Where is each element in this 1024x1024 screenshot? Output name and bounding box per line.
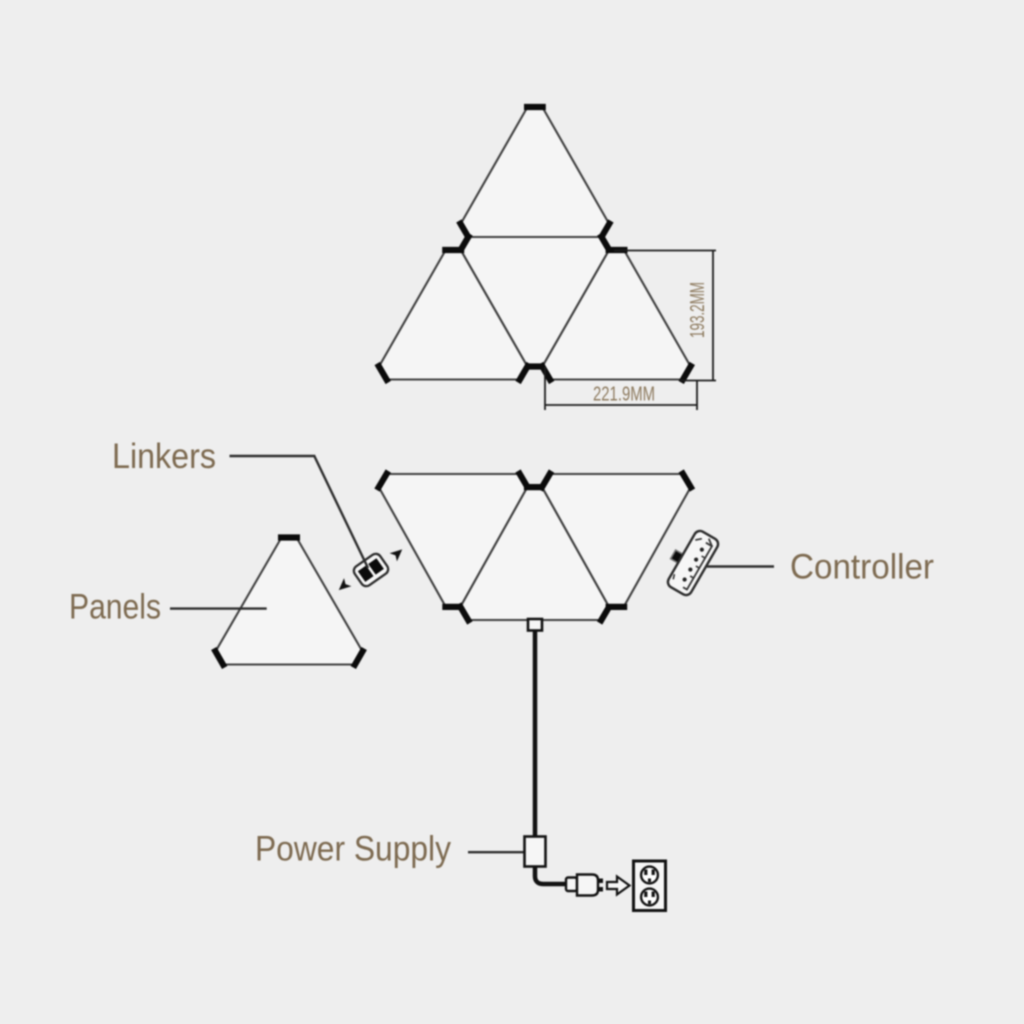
svg-text:Panels: Panels bbox=[69, 587, 161, 627]
svg-text:221.9MM: 221.9MM bbox=[593, 384, 655, 406]
svg-text:Power Supply: Power Supply bbox=[255, 829, 451, 869]
svg-text:Controller: Controller bbox=[790, 547, 934, 587]
svg-text:193.2MM: 193.2MM bbox=[687, 282, 709, 338]
svg-text:Linkers: Linkers bbox=[112, 436, 216, 476]
